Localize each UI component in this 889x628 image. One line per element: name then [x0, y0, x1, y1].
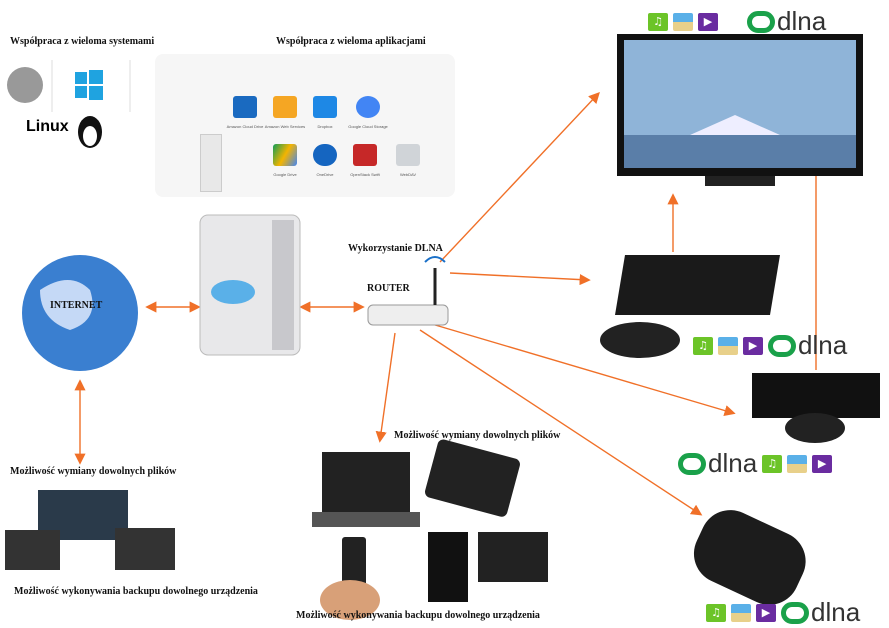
computers-image — [5, 490, 175, 570]
video-icon: ▶ — [756, 603, 776, 622]
dlna-logo-icon — [781, 601, 809, 624]
psvita-image — [693, 510, 806, 605]
service-google-cloud-storage: Google Cloud Storage — [333, 96, 403, 129]
dlna-badge-tv: ♫▶ dlna — [648, 6, 826, 37]
video-icon: ▶ — [743, 336, 763, 355]
service-aws: Amazon Web Services — [250, 96, 320, 129]
router-image — [367, 256, 449, 326]
dlna-badge-psvita: ♫▶ dlna — [706, 597, 860, 628]
exchange-left-label: Możliwość wymiany dowolnych plików — [10, 466, 177, 477]
phone-image — [320, 537, 380, 620]
apple-logo-icon — [7, 67, 43, 103]
linux-logo: Linux — [26, 118, 69, 135]
desktop-image — [428, 532, 548, 602]
nas-small-image — [200, 134, 222, 192]
globe-image — [22, 255, 138, 371]
internet-label: INTERNET — [50, 300, 103, 311]
laptop-image — [312, 452, 420, 527]
service-dropbox: Dropbox — [290, 96, 360, 129]
video-icon: ▶ — [812, 454, 833, 473]
backup-left-label: Możliwość wykonywania backupu dowolnego … — [14, 586, 258, 597]
exchange-center-label: Możliwość wymiany dowolnych plików — [394, 430, 561, 441]
dlna-badge-xbox: dlna ♫▶ — [678, 448, 833, 479]
xbox-image — [752, 373, 880, 443]
video-icon: ▶ — [698, 12, 718, 31]
router-label: ROUTER — [367, 283, 410, 294]
windows-logo-icon — [75, 70, 103, 100]
music-icon: ♫ — [648, 12, 668, 31]
dlna-badge-ps4: ♫▶ dlna — [693, 330, 847, 361]
service-webdav: WebDAV — [373, 144, 443, 177]
photo-icon — [718, 336, 738, 355]
apps-label: Współpraca z wieloma aplikacjami — [276, 36, 426, 47]
dlna-use-label: Wykorzystanie DLNA — [348, 243, 443, 254]
tux-icon — [78, 116, 102, 148]
dlna-logo-icon — [747, 10, 775, 33]
service-amazon-cloud-drive: Amazon Cloud Drive — [210, 96, 280, 129]
service-openstack-swift: OpenStack Swift — [330, 144, 400, 177]
photo-icon — [731, 603, 751, 622]
service-onedrive: OneDrive — [290, 144, 360, 177]
tv-image — [617, 34, 863, 186]
music-icon: ♫ — [706, 603, 726, 622]
backup-center-label: Możliwość wykonywania backupu dowolnego … — [296, 610, 540, 621]
dlna-logo-icon — [678, 452, 706, 475]
systems-label: Współpraca z wieloma systemami — [10, 36, 155, 47]
dlna-logo-icon — [768, 334, 796, 357]
cloud-services-panel: Amazon Cloud Drive Amazon Web Services D… — [155, 54, 455, 197]
ps4-image — [600, 255, 780, 358]
photo-icon — [787, 454, 808, 473]
service-google-drive: Google Drive — [250, 144, 320, 177]
photo-icon — [673, 12, 693, 31]
music-icon: ♫ — [762, 454, 783, 473]
nas-image — [199, 214, 301, 356]
music-icon: ♫ — [693, 336, 713, 355]
tablet-image — [425, 439, 520, 517]
